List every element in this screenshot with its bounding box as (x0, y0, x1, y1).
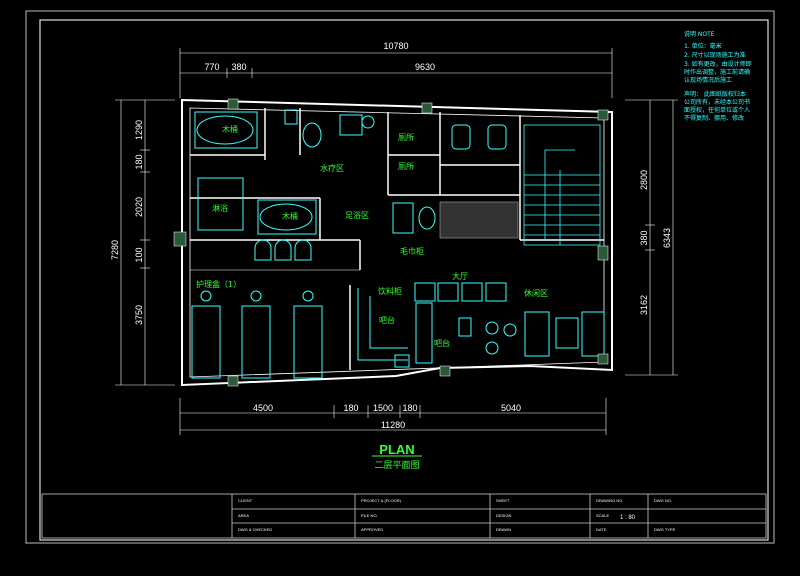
svg-text:说明 NOTE: 说明 NOTE (684, 30, 715, 38)
svg-text:CLIENT: CLIENT (238, 498, 253, 503)
svg-text:5040: 5040 (501, 403, 521, 413)
svg-text:AREA: AREA (238, 513, 249, 518)
svg-text:DRAWING NO.: DRAWING NO. (596, 498, 623, 503)
fixtures (191, 109, 605, 379)
svg-text:SHEET: SHEET (496, 498, 510, 503)
svg-text:2. 尺寸以现场施工为准: 2. 尺寸以现场施工为准 (684, 51, 746, 59)
svg-text:180: 180 (134, 154, 144, 169)
svg-text:770: 770 (204, 62, 219, 72)
svg-text:吧台: 吧台 (379, 315, 395, 325)
svg-text:1 : 80: 1 : 80 (620, 515, 636, 521)
sheet-outer-border (25, 10, 775, 544)
svg-text:11280: 11280 (381, 420, 405, 430)
svg-text:DWG & CHECKED: DWG & CHECKED (238, 527, 272, 532)
svg-text:FILE NO.: FILE NO. (361, 513, 378, 518)
svg-text:认现场情况后施工: 认现场情况后施工 (684, 76, 732, 84)
tiled-area (439, 201, 519, 239)
svg-text:DWG NO.: DWG NO. (654, 498, 672, 503)
svg-text:PLAN: PLAN (379, 442, 414, 457)
exterior-walls (181, 98, 613, 387)
svg-text:180: 180 (402, 403, 417, 413)
svg-text:公司所有，未经本公司书: 公司所有，未经本公司书 (684, 98, 750, 106)
svg-text:9630: 9630 (415, 62, 435, 72)
svg-text:1500: 1500 (373, 403, 393, 413)
svg-text:厕所: 厕所 (398, 132, 414, 142)
svg-text:3750: 3750 (134, 305, 144, 325)
dimension-lines (115, 48, 678, 435)
svg-text:木桶: 木桶 (282, 211, 298, 221)
svg-text:木桶: 木桶 (222, 124, 238, 134)
svg-text:DATE: DATE (596, 527, 607, 532)
svg-text:时作出调整，施工前请确: 时作出调整，施工前请确 (684, 68, 750, 76)
svg-text:DESIGN: DESIGN (496, 513, 511, 518)
svg-text:2800: 2800 (639, 170, 649, 190)
svg-text:大厅: 大厅 (452, 271, 468, 281)
svg-text:3162: 3162 (639, 295, 649, 315)
design-notes: 说明 NOTE 1. 单位：毫米 2. 尺寸以现场施工为准 3. 如有更改，由设… (684, 30, 752, 122)
svg-text:声明： 此图纸版权归本: 声明： 此图纸版权归本 (684, 90, 746, 98)
sheet-inner-border (39, 19, 769, 541)
svg-text:休闲区: 休闲区 (524, 288, 548, 298)
structural-columns (173, 98, 609, 387)
svg-text:二层平面图: 二层平面图 (374, 460, 419, 471)
svg-text:护理盒（1）: 护理盒（1） (196, 279, 241, 289)
svg-text:水疗区: 水疗区 (320, 163, 344, 173)
svg-text:足浴区: 足浴区 (345, 210, 369, 220)
interior-walls (190, 108, 604, 370)
svg-text:SCALE: SCALE (596, 513, 609, 518)
title-block-text: CLIENT PROJECT & (FLOOR) SHEET DRAWING N… (238, 498, 676, 532)
svg-text:100: 100 (134, 247, 144, 262)
svg-text:吧台: 吧台 (434, 338, 450, 348)
svg-text:不得复制、挪用、修改: 不得复制、挪用、修改 (684, 114, 744, 122)
plan-title: PLAN 二层平面图 (372, 442, 422, 471)
svg-text:饮料柜: 饮料柜 (378, 286, 402, 296)
staircase (523, 124, 601, 246)
room-labels: 木桶 木桶 淋浴 水疗区 厕所 厕所 毛巾柜 护理盒（1） 吧台 休闲区 大厅 … (196, 124, 548, 348)
svg-text:面授权，任何单位或个人: 面授权，任何单位或个人 (684, 106, 750, 114)
svg-text:DRAWN: DRAWN (496, 527, 511, 532)
svg-text:DWG TYPE: DWG TYPE (654, 527, 676, 532)
svg-text:10780: 10780 (383, 41, 408, 51)
dimension-texts: 10780 770 380 9630 4500 180 1500 180 504… (110, 41, 672, 430)
svg-text:7280: 7280 (110, 240, 120, 260)
svg-text:380: 380 (639, 230, 649, 245)
svg-text:6343: 6343 (662, 228, 672, 248)
svg-text:PROJECT & (FLOOR): PROJECT & (FLOOR) (361, 498, 402, 503)
svg-text:厕所: 厕所 (398, 161, 414, 171)
svg-text:1. 单位：毫米: 1. 单位：毫米 (684, 42, 722, 50)
svg-text:4500: 4500 (253, 403, 273, 413)
svg-text:淋浴: 淋浴 (212, 203, 228, 213)
svg-text:毛巾柜: 毛巾柜 (400, 246, 424, 256)
title-block (41, 493, 767, 539)
svg-text:2020: 2020 (134, 197, 144, 217)
svg-text:380: 380 (231, 62, 246, 72)
svg-text:APPROVED: APPROVED (361, 527, 383, 532)
svg-text:1290: 1290 (134, 120, 144, 140)
svg-text:3. 如有更改，由设计师即: 3. 如有更改，由设计师即 (684, 60, 752, 68)
svg-text:180: 180 (343, 403, 358, 413)
